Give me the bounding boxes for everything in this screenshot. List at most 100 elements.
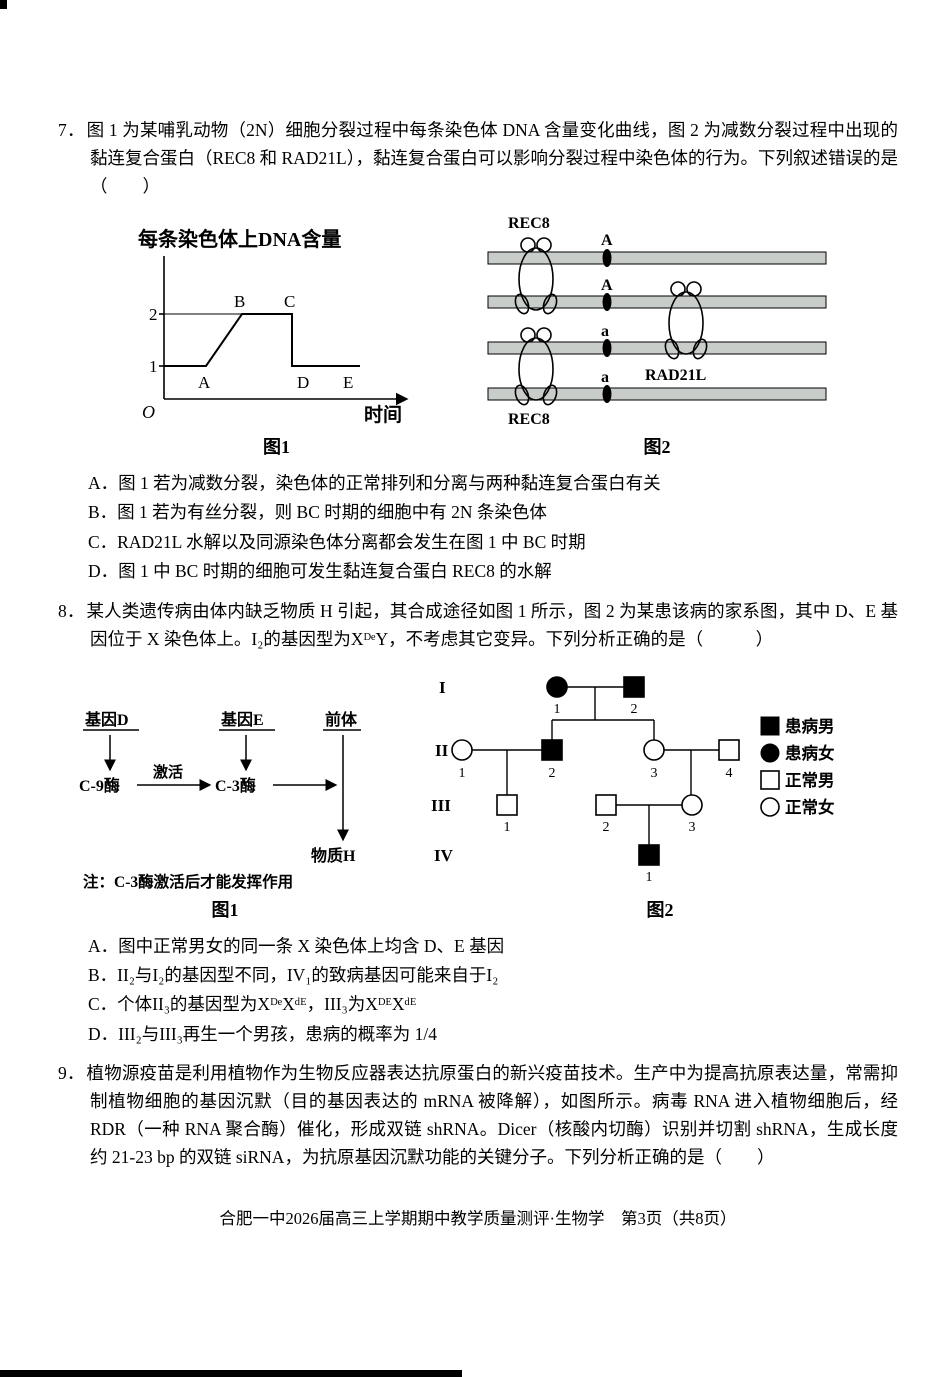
pedigree-individuals: [451, 675, 740, 866]
individual-numbers: 1 2 1 2 3 4 1 2 3 1: [459, 702, 733, 885]
pedigree-lines: [472, 685, 719, 845]
gen-4-label: IV: [434, 846, 454, 865]
gen-3-label: III: [431, 796, 451, 815]
num-III-3: 3: [689, 820, 696, 835]
q8-option-d: D．III₂与III₃再生一个男孩，患病的概率为 1/4: [88, 1023, 438, 1044]
question-8-text: 某人类遗传病由体内缺乏物质 H 引起，其合成途径如图 1 所示，图 2 为某患该…: [86, 600, 899, 649]
activate-label: 激活: [153, 763, 183, 781]
num-II-1: 1: [459, 766, 466, 781]
q8-options: A．图中正常男女的同一条 X 染色体上均含 D、E 基因 B．II₂与I₂的基因…: [58, 932, 898, 1050]
q8-option-c: C．个体II₃的基因型为XᴰᵉXᵈᴱ，III₃为XᴰᴱXᵈᴱ: [88, 994, 417, 1015]
q8-option-b: B．II₂与I₂的基因型不同，IV₁的致病基因可能来自于I₂: [88, 964, 499, 985]
q7-figure-1: 每条染色体上DNA含量 2 1 A B: [122, 218, 432, 459]
allele-a2-label: a: [601, 369, 609, 386]
q7-option-a: A．图 1 若为减数分裂，染色体的正常排列和分离与两种黏连复合蛋白有关: [88, 473, 661, 493]
question-8-stem: 8．某人类遗传病由体内缺乏物质 H 引起，其合成途径如图 1 所示，图 2 为某…: [58, 597, 898, 653]
c9-enzyme-label: C-9酶: [79, 776, 120, 795]
legend-normal-female-label: 正常女: [785, 797, 835, 817]
q7-options: A．图 1 若为减数分裂，染色体的正常排列和分离与两种黏连复合蛋白有关 B．图 …: [58, 469, 898, 587]
chromosome-bars: [487, 251, 826, 401]
q7-cohesin-diagram: REC8 A A a a RAD21L REC8: [487, 215, 826, 428]
q8-pedigree-chart: I II III IV: [431, 675, 835, 885]
question-7-text: 图 1 为某哺乳动物（2N）细胞分裂过程中每条染色体 DNA 含量变化曲线，图 …: [86, 120, 898, 196]
q8-figure-1: 基因D 基因E 前体 C-9酶 C-3酶 激活 物质H 注：C-3酶激活后才能发…: [65, 701, 385, 922]
generation-labels: I II III IV: [431, 678, 454, 865]
pedigree-legend: 患病男 患病女 正常男 正常女: [760, 716, 835, 817]
c3-enzyme-label: C-3酶: [215, 776, 256, 795]
num-III-1: 1: [504, 820, 511, 835]
q7-figure-1-caption: 图1: [263, 437, 290, 457]
individual-III-3-normal-female: [681, 793, 703, 816]
q7-dna-content-chart: 每条染色体上DNA含量 2 1 A B: [138, 227, 409, 426]
precursor-label: 前体: [325, 710, 358, 729]
num-II-4: 4: [726, 766, 733, 781]
chart-point-labels: 2 1 A B C D E O 时间: [142, 292, 402, 426]
question-8-number: 8．: [58, 600, 85, 621]
question-9-text: 植物源疫苗是利用植物作为生物反应器表达抗原蛋白的新兴疫苗技术。生产中为提高抗原表…: [86, 1063, 899, 1168]
q8-figures: 基因D 基因E 前体 C-9酶 C-3酶 激活 物质H 注：C-3酶激活后才能发…: [58, 665, 898, 922]
legend-affected-female-symbol: [760, 743, 780, 763]
chromosome-labels: REC8 A A a a RAD21L REC8: [508, 215, 706, 428]
num-I-2: 2: [631, 702, 638, 717]
individual-III-2-normal-male: [595, 793, 617, 816]
allele-A1-label: A: [601, 232, 613, 249]
pathway-labels: 基因D 基因E 前体 C-9酶 C-3酶 激活 物质H 注：C-3酶激活后才能发…: [79, 710, 358, 891]
legend-normal-female-symbol: [760, 796, 780, 817]
point-e: E: [343, 373, 353, 392]
allele-a1-label: a: [601, 323, 609, 340]
num-II-3: 3: [651, 766, 658, 781]
xaxis-label: 时间: [364, 404, 402, 426]
num-IV-1: 1: [646, 870, 653, 885]
q8-option-a: A．图中正常男女的同一条 X 染色体上均含 D、E 基因: [88, 935, 505, 956]
q7-option-d: D．图 1 中 BC 时期的细胞可发生黏连复合蛋白 REC8 的水解: [88, 561, 552, 582]
scan-artifact-bottom: [0, 1370, 462, 1377]
gen-2-label: II: [435, 741, 449, 760]
q8-pathway-diagram: 基因D 基因E 前体 C-9酶 C-3酶 激活 物质H 注：C-3酶激活后才能发…: [79, 710, 361, 891]
pathway-note: 注：C-3酶激活后才能发挥作用: [83, 872, 293, 891]
rec8-cohesin-rings-bottom: [514, 327, 557, 406]
individual-II-4-normal-male: [718, 738, 740, 761]
legend-normal-male-symbol: [760, 769, 780, 790]
substance-h-label: 物质H: [311, 846, 356, 865]
legend-affected-male-symbol: [760, 716, 780, 736]
individual-II-1-normal-female: [451, 738, 473, 761]
q8-figure-1-caption: 图1: [211, 899, 239, 920]
q8-figure-2-caption: 图2: [646, 899, 674, 920]
individual-I-1-affected-female: [546, 675, 568, 698]
rad21l-label: RAD21L: [645, 367, 706, 384]
question-7-stem: 7．图 1 为某哺乳动物（2N）细胞分裂过程中每条染色体 DNA 含量变化曲线，…: [58, 116, 898, 200]
individual-III-1-normal-male: [496, 793, 518, 816]
question-8: 8．某人类遗传病由体内缺乏物质 H 引起，其合成途径如图 1 所示，图 2 为某…: [58, 597, 898, 1050]
dna-content-curve: [163, 313, 360, 367]
question-7-number: 7．: [58, 120, 85, 140]
num-I-1: 1: [554, 702, 561, 717]
point-a: A: [198, 373, 211, 392]
q7-option-c: C．RAD21L 水解以及同源染色体分离都会发生在图 1 中 BC 时期: [88, 531, 586, 552]
q7-figure-2-caption: 图2: [643, 437, 671, 457]
q7-figure-2: REC8 A A a a RAD21L REC8 图2: [480, 212, 835, 459]
point-d: D: [297, 373, 309, 392]
pathway-arrows: [83, 728, 361, 841]
q7-option-b: B．图 1 若为有丝分裂，则 BC 时期的细胞中有 2N 条染色体: [88, 502, 547, 523]
point-b: B: [234, 292, 245, 311]
ytick-2: 2: [149, 305, 158, 324]
question-9-stem: 9．植物源疫苗是利用植物作为生物反应器表达抗原蛋白的新兴疫苗技术。生产中为提高抗…: [58, 1059, 898, 1171]
point-c: C: [284, 292, 295, 311]
individual-IV-1-affected-male: [638, 843, 660, 866]
origin-label: O: [142, 402, 155, 422]
chart-axes: [158, 256, 409, 406]
rec8-cohesin-rings-top: [514, 237, 557, 315]
num-III-2: 2: [603, 820, 610, 835]
question-9: 9．植物源疫苗是利用植物作为生物反应器表达抗原蛋白的新兴疫苗技术。生产中为提高抗…: [58, 1059, 898, 1171]
centromeres: [602, 249, 611, 403]
legend-affected-male-label: 患病男: [785, 716, 835, 736]
gene-e-label: 基因E: [220, 710, 264, 729]
legend-normal-male-label: 正常男: [785, 770, 835, 790]
chart-title: 每条染色体上DNA含量: [138, 227, 341, 251]
gen-1-label: I: [439, 678, 446, 697]
rad21l-cohesin-rings: [664, 281, 707, 360]
gene-d-label: 基因D: [84, 710, 129, 729]
individual-II-3-normal-female: [643, 738, 665, 761]
q7-figures: 每条染色体上DNA含量 2 1 A B: [58, 212, 898, 459]
num-II-2: 2: [549, 766, 556, 781]
